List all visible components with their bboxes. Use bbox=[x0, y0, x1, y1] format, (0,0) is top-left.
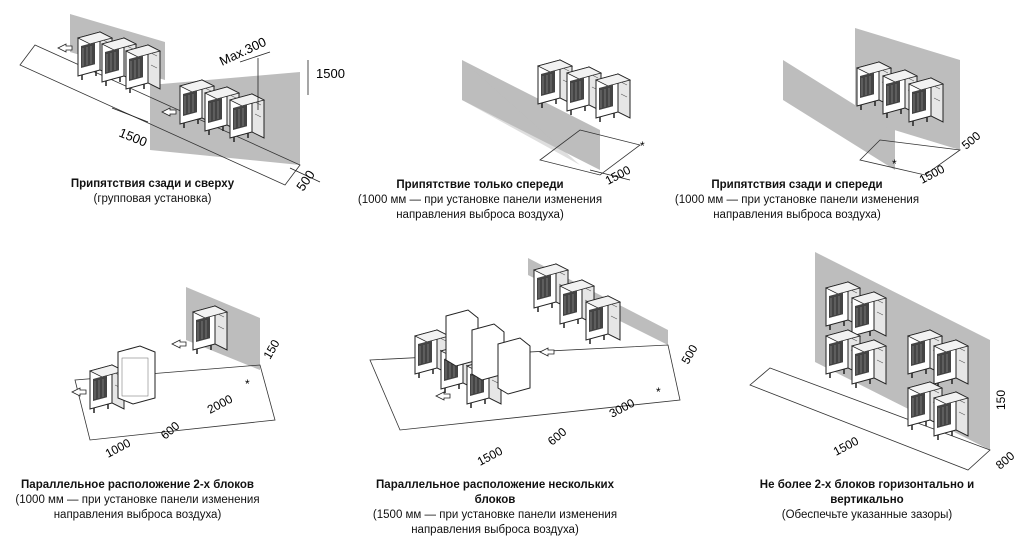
caption-title: Параллельное расположение нескольких бло… bbox=[376, 479, 614, 506]
unit-rear-row bbox=[445, 309, 531, 395]
dim-marker: * bbox=[892, 157, 897, 171]
dim-marker: * bbox=[656, 385, 661, 399]
airflow-arrow-icon bbox=[435, 391, 451, 401]
caption: Припятствия сзади и спереди (1000 мм — п… bbox=[672, 178, 922, 223]
caption-title: Припятствие только спереди bbox=[396, 179, 564, 191]
front-wall bbox=[783, 60, 895, 170]
caption: Параллельное расположение нескольких бло… bbox=[360, 478, 630, 538]
dim-label: 1500 bbox=[316, 66, 345, 81]
caption-title: Припятствия сзади и спереди bbox=[711, 179, 883, 191]
dim-marker: * bbox=[245, 377, 250, 391]
dim-label: 1500 bbox=[603, 163, 633, 188]
panel-obstacles-back-top: 1500 1500 500 Max.300 bbox=[19, 14, 345, 194]
dim-label: 1000 bbox=[103, 436, 133, 461]
caption: Припятствие только спереди (1000 мм — пр… bbox=[355, 178, 605, 223]
panel-stacked-units: 1500 150 800 bbox=[749, 252, 1018, 472]
dim-label: 150 bbox=[260, 337, 282, 362]
floor-outline bbox=[74, 364, 276, 441]
floor-outline bbox=[369, 344, 681, 431]
dim-label: 150 bbox=[994, 390, 1008, 410]
caption-subtitle: (1000 мм — при установке панели изменени… bbox=[15, 494, 260, 521]
caption-subtitle: (групповая установка) bbox=[93, 193, 212, 205]
caption-subtitle: (1000 мм — при установке панели изменени… bbox=[674, 194, 920, 221]
dim-label: Max.300 bbox=[217, 34, 269, 69]
panel-parallel-multiple-units: 1500 600 3000 500 * bbox=[369, 258, 701, 469]
caption: Припятствия сзади и сверху (групповая ус… bbox=[40, 177, 265, 207]
dim-label: 2000 bbox=[205, 392, 235, 417]
dim-label: 3000 bbox=[607, 396, 637, 421]
caption-subtitle: (Обеспечьте указанные зазоры) bbox=[781, 509, 953, 521]
panel-obstacles-back-front: 1500 500 * bbox=[783, 28, 984, 187]
airflow-arrow-icon bbox=[539, 347, 555, 357]
unit bbox=[595, 73, 631, 123]
dim-label: 500 bbox=[959, 128, 984, 152]
caption-subtitle: (1000 мм — при установке панели изменени… bbox=[357, 194, 603, 221]
dim-label: 500 bbox=[678, 342, 700, 367]
dim-label: 600 bbox=[545, 424, 570, 448]
caption-title: Параллельное расположение 2-х блоков bbox=[21, 479, 254, 491]
unit bbox=[933, 391, 969, 441]
airflow-arrow-icon bbox=[57, 43, 73, 53]
dim-label: 1500 bbox=[117, 125, 149, 150]
airflow-arrow-icon bbox=[171, 339, 187, 349]
caption-title: Не более 2-х блоков горизонтально и верт… bbox=[759, 479, 975, 506]
panel-parallel-two-units: 1000 600 2000 150 * bbox=[71, 287, 283, 461]
airflow-arrow-icon bbox=[71, 387, 87, 397]
dim-label: 1500 bbox=[831, 434, 861, 459]
dim-marker: * bbox=[640, 139, 645, 153]
unit bbox=[585, 295, 621, 345]
dim-label: 1500 bbox=[475, 444, 505, 469]
caption-subtitle: (1500 мм — при установке панели изменени… bbox=[372, 509, 618, 536]
caption: Параллельное расположение 2-х блоков (10… bbox=[10, 478, 265, 523]
dim-label: 800 bbox=[993, 448, 1018, 472]
unit-rear bbox=[117, 345, 156, 405]
caption: Не более 2-х блоков горизонтально и верт… bbox=[722, 478, 1012, 523]
panel-obstacle-front-only: 1500 * bbox=[462, 59, 645, 188]
caption-title: Припятствия сзади и сверху bbox=[70, 178, 235, 190]
installation-diagrams: 1500 1500 500 Max.300 1500 * 1500 500 * bbox=[19, 14, 1018, 472]
dim-label: 600 bbox=[158, 418, 183, 442]
front-wall bbox=[462, 60, 600, 170]
unit bbox=[125, 44, 161, 94]
